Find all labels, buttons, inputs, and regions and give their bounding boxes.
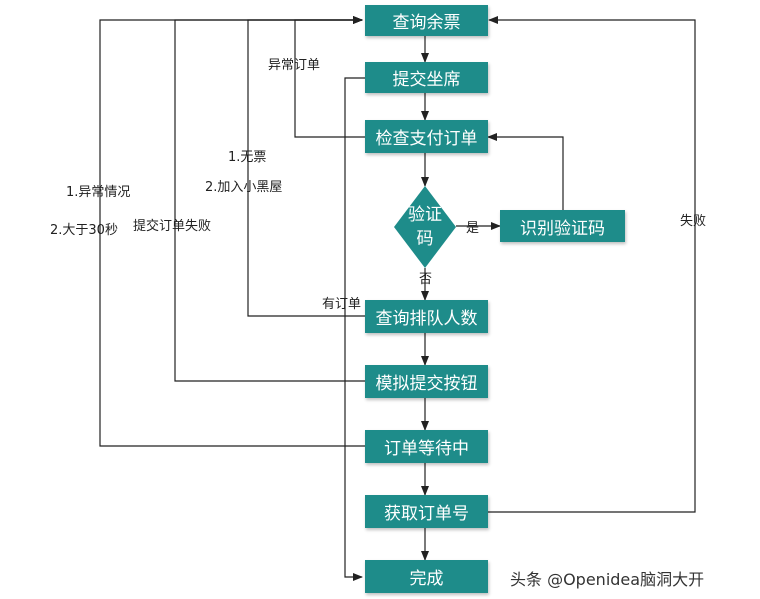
label-no-ticket: 1.无票 — [228, 150, 267, 165]
label-has-order: 有订单 — [322, 297, 362, 312]
label-abnormal-order: 异常订单 — [268, 58, 321, 73]
label-no: 否 — [419, 272, 433, 287]
node-done: 完成 — [365, 560, 488, 593]
node-check-payment: 检查支付订单 — [365, 120, 488, 153]
watermark: 头条 @Openidea脑洞大开 — [510, 570, 705, 589]
edge-has-order — [344, 77, 365, 581]
captcha-label-line2: 码 — [416, 229, 434, 249]
label-yes: 是 — [466, 221, 480, 236]
node-query-tickets: 查询余票 — [365, 5, 488, 36]
captcha-diamond — [394, 186, 456, 268]
edge-abnormal-case — [99, 16, 365, 447]
label-over-30s: 2.大于30秒 — [50, 223, 118, 238]
node-captcha: 验证 码 — [400, 203, 450, 251]
label-failed: 失败 — [680, 214, 707, 229]
node-recognize-captcha: 识别验证码 — [500, 210, 625, 242]
node-simulate-submit: 模拟提交按钮 — [365, 365, 488, 398]
node-query-queue: 查询排队人数 — [365, 300, 488, 333]
label-blacklist: 2.加入小黑屋 — [205, 180, 283, 195]
label-abnormal-case: 1.异常情况 — [66, 185, 131, 200]
node-get-order-number: 获取订单号 — [365, 495, 488, 528]
edge-recognize-to-check — [487, 133, 564, 210]
label-submit-failed: 提交订单失败 — [133, 219, 212, 234]
node-order-waiting: 订单等待中 — [365, 430, 488, 463]
edge-failed — [488, 16, 696, 513]
captcha-label-line1: 验证 — [408, 205, 442, 225]
edge-submit-failed — [174, 16, 365, 382]
node-submit-seat: 提交坐席 — [365, 62, 488, 93]
